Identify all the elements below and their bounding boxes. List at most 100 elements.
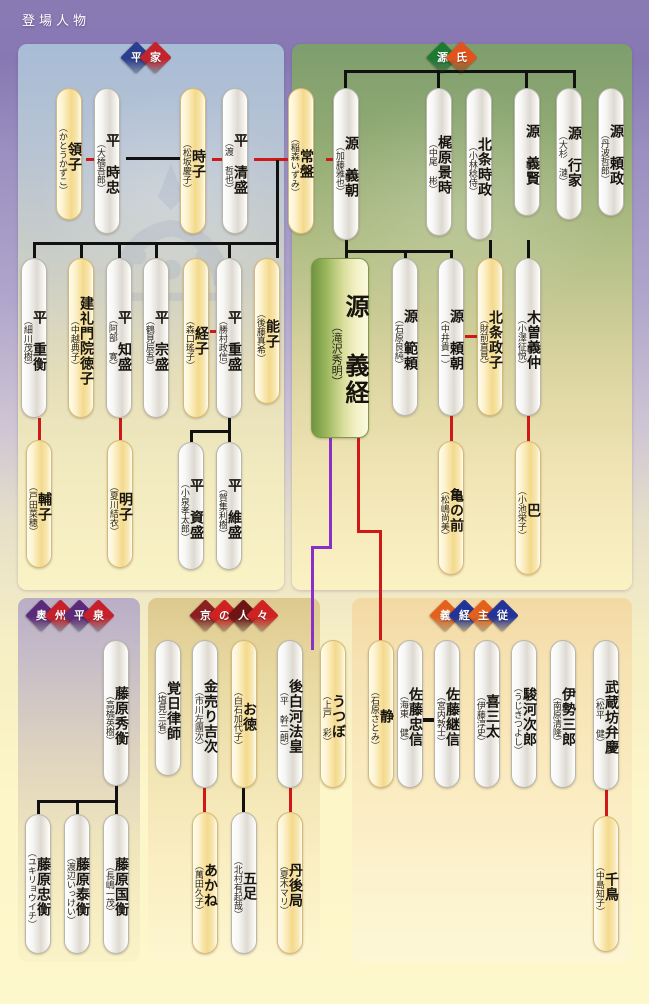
person-isesaburo[interactable]: 伊勢三郎 （南原清隆） xyxy=(550,640,576,788)
person-gosoku[interactable]: 五足 （北村有起哉） xyxy=(231,812,257,954)
marriage-line xyxy=(254,158,300,161)
person-ryoko[interactable]: 領子 （かとうかずこ） xyxy=(56,88,82,220)
person-noriko[interactable]: 能子 （後藤真希） xyxy=(254,258,280,404)
person-name: 金売り吉次 xyxy=(202,679,218,754)
person-tsugunobu[interactable]: 佐藤継信 （宮内敦士） xyxy=(434,640,460,788)
person-masako[interactable]: 北条政子 （財前直見） xyxy=(477,258,503,416)
person-yoritomo[interactable]: 源 頼朝 （中井貴一） xyxy=(438,258,464,416)
person-akane[interactable]: あかね （萬田久子） xyxy=(192,812,218,954)
relation-line-shizuka xyxy=(357,438,360,530)
section-diamond-char: 泉 xyxy=(93,609,104,622)
person-tairatokitada[interactable]: 平 時忠 （大橋吾郎） xyxy=(94,88,120,234)
person-yoshinaka[interactable]: 木曽義仲 （小澤征悦） xyxy=(515,258,541,416)
person-tokiwa[interactable]: 常盤 （稲森いずみ） xyxy=(288,88,314,234)
person-actor: （松坂慶子） xyxy=(180,138,191,193)
person-name: 平 知盛 xyxy=(116,309,132,372)
person-tomomori[interactable]: 平 知盛 （阿部 寛） xyxy=(106,258,132,418)
person-name: 源 義賢 xyxy=(524,123,540,186)
person-hidehira[interactable]: 藤原秀衡 （高橋英樹） xyxy=(103,640,129,786)
person-actor: （勝村政信） xyxy=(216,315,227,370)
person-name: うつぼ xyxy=(330,694,346,739)
person-koremori[interactable]: 平 維盛 （賀集利樹） xyxy=(216,442,242,570)
person-goshirakawa[interactable]: 後白河法皇 （平 幹二朗） xyxy=(277,640,303,788)
person-yoshikata[interactable]: 源 義賢 xyxy=(514,88,540,216)
person-name: 平 宗盛 xyxy=(153,309,169,372)
section-diamond-char: 々 xyxy=(257,609,268,622)
sibling-line xyxy=(126,157,186,160)
person-name: 平 維盛 xyxy=(226,477,242,540)
person-tokimasa[interactable]: 北条時政 （小林稔侍） xyxy=(466,88,492,240)
descent-line xyxy=(37,800,40,814)
person-kisanta[interactable]: 喜三太 （伊藤淳史） xyxy=(474,640,500,788)
person-tadahira[interactable]: 藤原忠衡 （ユキリョウイチ） xyxy=(25,814,51,954)
person-yoshitsune[interactable]: 源 義経 （滝沢秀明） xyxy=(311,258,370,438)
person-akiko[interactable]: 明子 （夏川結衣） xyxy=(107,440,133,568)
children-bar xyxy=(345,250,453,253)
person-surugajiro[interactable]: 駿河次郎 （うじきつよし） xyxy=(511,640,537,788)
person-name: 輔子 xyxy=(36,491,52,522)
person-tangonotsubone[interactable]: 丹後局 （夏木マリ） xyxy=(277,812,303,954)
person-actor: （伊藤淳史） xyxy=(474,691,485,746)
person-actor: （小澤征悦） xyxy=(515,314,526,369)
person-yasuhira[interactable]: 藤原泰衡 （渡辺いっけい） xyxy=(64,814,90,954)
person-benkei[interactable]: 武蔵坊弁慶 （松平 健） xyxy=(593,640,619,790)
person-tadanobu[interactable]: 佐藤忠信 （海東 健） xyxy=(397,640,423,788)
person-name: お徳 xyxy=(241,701,257,732)
person-actor: （ユキリョウイチ） xyxy=(25,848,36,929)
person-name: 北条時政 xyxy=(476,136,492,197)
person-name: 平 重衡 xyxy=(31,309,47,372)
person-name: 亀の前 xyxy=(448,488,464,533)
person-munemori[interactable]: 平 宗盛 （鶴見辰吾） xyxy=(143,258,169,418)
person-actor: （小池栄子） xyxy=(515,485,526,540)
person-actor: （石原良純） xyxy=(392,314,403,369)
descent-line xyxy=(276,242,279,258)
person-shigehira[interactable]: 平 重衡 （細川茂樹） xyxy=(21,258,47,418)
person-actor: （中島知子） xyxy=(593,861,604,916)
person-name: 梶原景時 xyxy=(436,134,452,195)
person-name: 佐藤継信 xyxy=(444,686,460,747)
person-actor: （市川左團次） xyxy=(192,687,203,750)
person-chidori[interactable]: 千鳥 （中島知子） xyxy=(593,816,619,952)
section-diamond-char: 従 xyxy=(497,609,508,622)
person-actor: （萬田久子） xyxy=(192,860,203,915)
person-sukeko[interactable]: 輔子 （戸田菜穂） xyxy=(26,440,52,568)
person-yoshitomo[interactable]: 源 義朝 （加藤雅也） xyxy=(333,88,359,240)
person-yorimasa[interactable]: 源 頼政 （丹波哲郎） xyxy=(598,88,624,216)
person-kagetoki[interactable]: 梶原景時 （中尾 彬） xyxy=(426,88,452,236)
person-actor: （海東 健） xyxy=(397,691,408,746)
person-actor: （戸田菜穂） xyxy=(26,481,37,536)
relation-line-utsubo xyxy=(311,546,332,549)
person-actor: （加藤雅也） xyxy=(333,141,344,196)
marriage-line xyxy=(203,788,206,812)
children-bar xyxy=(190,430,231,433)
person-tomoe[interactable]: 巴 （小池栄子） xyxy=(515,441,541,575)
person-kiyomori[interactable]: 平 清盛 （渡 哲也） xyxy=(222,88,248,234)
person-yukiie[interactable]: 源 行家 （大杉 漣） xyxy=(556,88,582,220)
marriage-line xyxy=(450,415,453,441)
person-actor: （北村有起哉） xyxy=(231,856,242,919)
person-shizuka[interactable]: 静 （石原さとみ） xyxy=(368,640,394,788)
marriage-line xyxy=(38,418,41,440)
descent-line xyxy=(228,430,231,442)
person-actor: （中越典子） xyxy=(68,315,79,370)
person-actor: （森口瑤子） xyxy=(183,315,194,370)
person-kamenomae[interactable]: 亀の前 （松嶋尚美） xyxy=(438,441,464,575)
descent-line xyxy=(345,240,348,252)
person-actor: （小泉孝太郎） xyxy=(178,479,189,542)
person-kunihira[interactable]: 藤原国衡 （長嶋一茂） xyxy=(103,814,129,954)
person-noriyori[interactable]: 源 範頼 （石原良純） xyxy=(392,258,418,416)
person-utsubo[interactable]: うつぼ （上戸 彩） xyxy=(320,640,346,788)
person-actor: （小林稔侍） xyxy=(466,141,477,196)
person-actor: （南原清隆） xyxy=(550,691,561,746)
person-otoku[interactable]: お徳 （白石加代子） xyxy=(231,640,257,788)
person-name: あかね xyxy=(202,863,218,908)
person-tokiko[interactable]: 時子 （松坂慶子） xyxy=(180,88,206,234)
section-header-heike: 平家 xyxy=(120,41,172,74)
person-actor: （平 幹二朗） xyxy=(277,686,288,751)
person-kakunichi[interactable]: 覚日律師 （塩見三省） xyxy=(155,640,181,776)
person-keiko[interactable]: 経子 （森口瑤子） xyxy=(183,258,209,418)
person-kichiji[interactable]: 金売り吉次 （市川左團次） xyxy=(192,640,218,788)
person-sukemori[interactable]: 平 資盛 （小泉孝太郎） xyxy=(178,442,204,570)
person-tokuko[interactable]: 建礼門院徳子 （中越典子） xyxy=(68,258,94,418)
person-shigemori[interactable]: 平 重盛 （勝村政信） xyxy=(216,258,242,418)
